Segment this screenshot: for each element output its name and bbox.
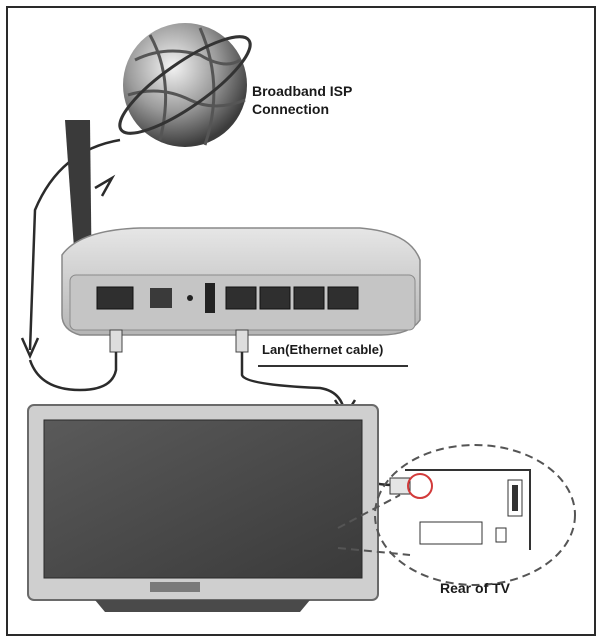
tv-rear-panel-icon [374, 444, 576, 586]
cable-arrow-icon [20, 337, 40, 360]
isp-cable [28, 138, 121, 351]
isp-label-line1: Broadband ISP [252, 83, 353, 99]
isp-connection-label: Broadband ISP Connection [252, 82, 392, 118]
ethernet-plug-icon [235, 329, 249, 353]
lan-cable-label: Lan(Ethernet cable) [262, 342, 384, 357]
rear-of-tv-label: Rear of TV [440, 580, 511, 596]
isp-label-line2: Connection [252, 101, 329, 117]
ethernet-plug-icon [28, 329, 123, 392]
zoom-connector [337, 494, 401, 529]
router-icon [61, 227, 421, 336]
globe-icon [118, 23, 252, 147]
cable-arrow-icon [94, 174, 116, 197]
tv-icon [27, 404, 379, 612]
